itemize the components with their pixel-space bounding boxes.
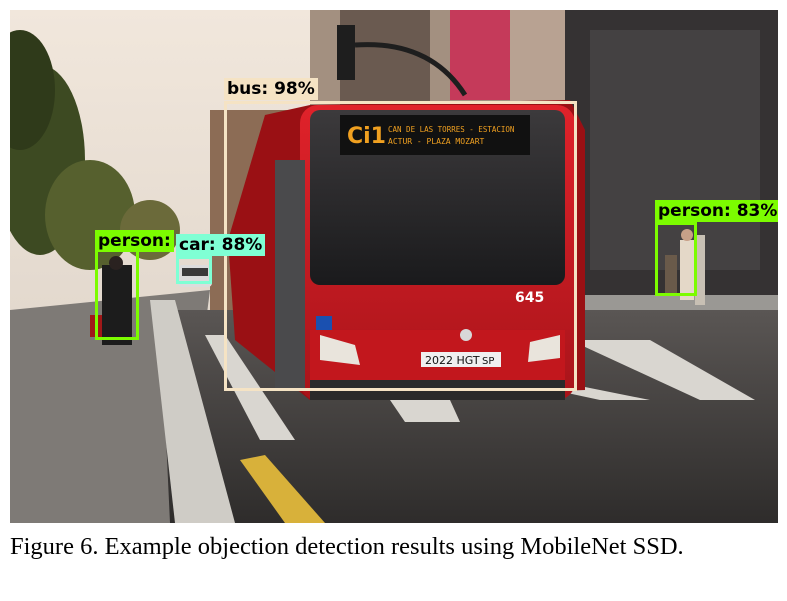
person-left-detection-label: person: (95, 230, 174, 252)
street-scene-image: Ci1 CAN DE LAS TORRES - ESTACION ACTUR -… (10, 10, 778, 523)
person-right-bounding-box (655, 222, 697, 296)
license-plate-suffix: SP (482, 356, 494, 367)
fleet-number: 645 (515, 290, 544, 306)
figure-caption: Figure 6. Example objection detection re… (10, 533, 684, 560)
route-destination-1: CAN DE LAS TORRES - ESTACION (388, 125, 514, 134)
pedestrian-left (102, 265, 132, 345)
pedestrians (665, 229, 705, 305)
bus-detection-label: bus: 98% (224, 78, 318, 100)
route-number: Ci1 (347, 124, 386, 149)
route-destination-2: ACTUR - PLAZA MOZART (388, 137, 485, 146)
detection-photo: Ci1 CAN DE LAS TORRES - ESTACION ACTUR -… (10, 10, 778, 523)
person-right-detection-label: person: 83% (655, 200, 778, 222)
car-bounding-box (176, 256, 212, 284)
car-detection-label: car: 88% (176, 234, 266, 256)
bus-bounding-box (224, 101, 577, 391)
bus (228, 100, 585, 400)
license-plate: 2022 HGT (425, 354, 480, 367)
